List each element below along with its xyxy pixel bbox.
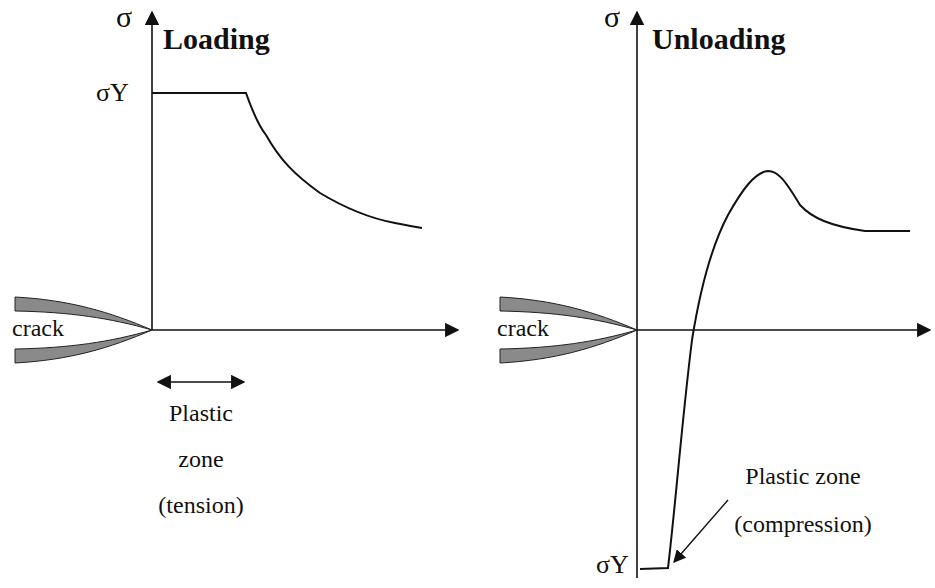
zone-label: Plastic zone (compression): [715, 452, 891, 548]
yield-stress-label: σY: [96, 78, 129, 108]
stress-axis: [636, 12, 638, 578]
stress-curve: [152, 93, 422, 228]
axis-symbol: σ: [604, 0, 620, 35]
crack-label: crack: [497, 315, 549, 343]
leader-line: [674, 500, 728, 562]
yield-stress-label: σY: [596, 550, 629, 580]
panel-title: Unloading: [652, 22, 785, 57]
panel-title: Loading: [163, 22, 270, 57]
stress-axis: [151, 12, 153, 330]
distance-axis: [637, 329, 930, 331]
crack-label: crack: [12, 315, 64, 343]
zone-label: Plastic zone (tension): [145, 390, 257, 528]
plastic-zone-arrow: [158, 381, 244, 383]
stress-curve: [640, 171, 910, 569]
distance-axis: [152, 329, 458, 331]
axis-symbol: σ: [116, 0, 132, 35]
